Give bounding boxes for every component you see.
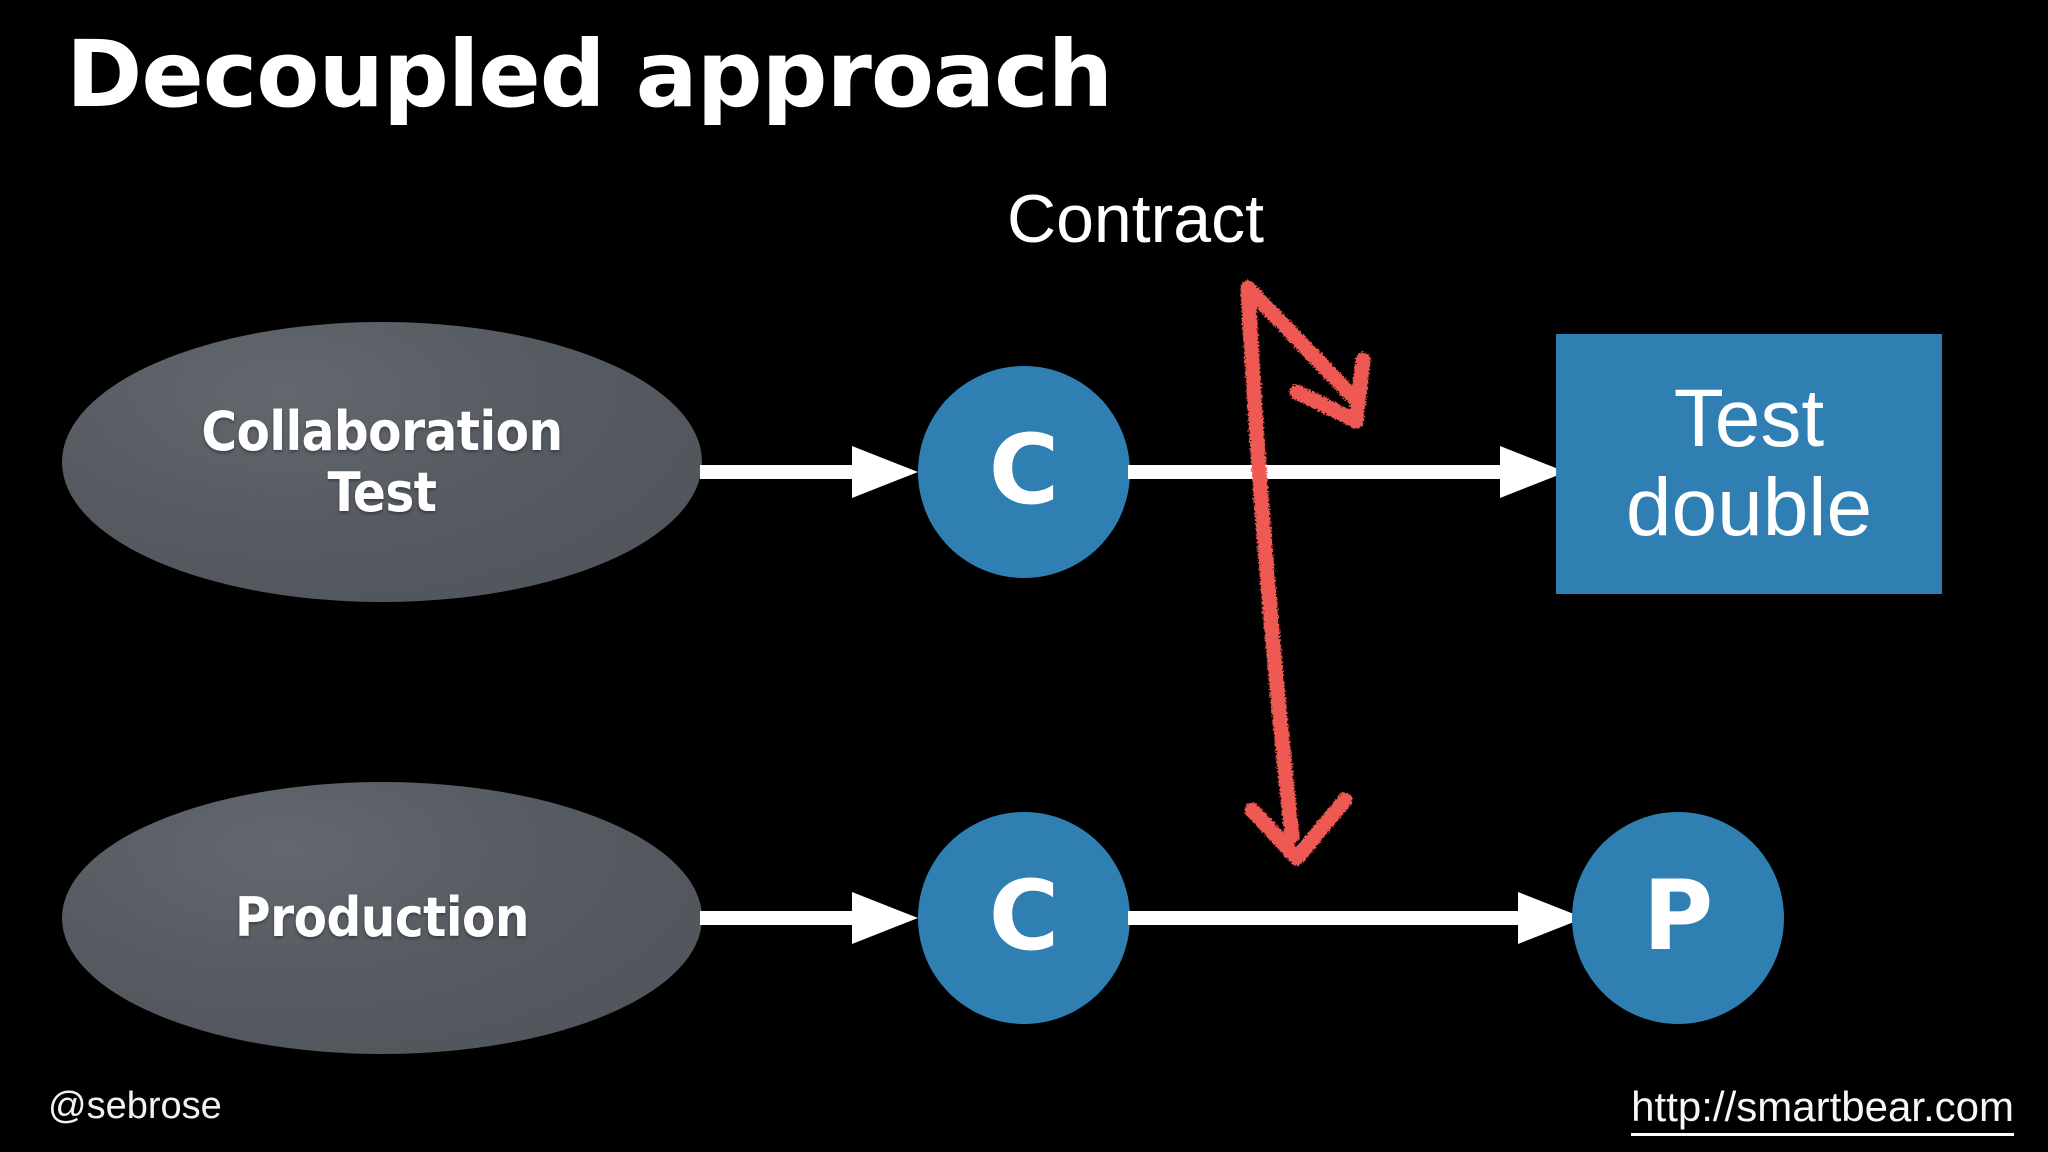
contract-node-c-top: C bbox=[918, 366, 1130, 578]
production-label-line1: Production bbox=[235, 886, 529, 950]
contract-annotation-label: Contract bbox=[1007, 181, 1264, 257]
collaboration-test-label-line1: Collaboration bbox=[201, 399, 563, 463]
arrow-to-production-head bbox=[1244, 792, 1353, 866]
collaboration-test-label: Collaboration Test bbox=[201, 399, 563, 524]
connector-production-to-c-arrow bbox=[700, 892, 918, 944]
test-double-label-line2: double bbox=[1625, 462, 1873, 553]
author-handle: @sebrose bbox=[48, 1085, 222, 1127]
production-ellipse: Production bbox=[62, 782, 702, 1054]
arrow-to-test-double-head bbox=[1289, 352, 1371, 429]
connector-collab-to-c-arrow bbox=[700, 446, 918, 498]
page-title: Decoupled approach bbox=[66, 21, 1113, 128]
test-double-label-line1: Test bbox=[1673, 373, 1825, 465]
production-node-p-letter: P bbox=[1642, 860, 1714, 972]
production-node-p: P bbox=[1572, 812, 1784, 1024]
contract-node-c-bottom: C bbox=[918, 812, 1130, 1024]
collaboration-test-label-line2: Test bbox=[327, 461, 437, 524]
production-label: Production bbox=[235, 887, 529, 948]
contract-node-c-bottom-letter: C bbox=[988, 860, 1060, 972]
arrow-to-production-shaft bbox=[1240, 280, 1300, 844]
collaboration-test-ellipse: Collaboration Test bbox=[62, 322, 702, 602]
connector-c-to-p-arrow bbox=[1128, 892, 1584, 944]
test-double-box: Test double bbox=[1556, 334, 1942, 594]
contract-node-c-top-letter: C bbox=[988, 414, 1060, 526]
arrow-to-test-double-shaft bbox=[1244, 284, 1362, 406]
test-double-label: Test double bbox=[1626, 375, 1872, 552]
connector-c-to-test-double-arrow bbox=[1128, 446, 1566, 498]
site-url-link[interactable]: http://smartbear.com bbox=[1631, 1083, 2014, 1136]
